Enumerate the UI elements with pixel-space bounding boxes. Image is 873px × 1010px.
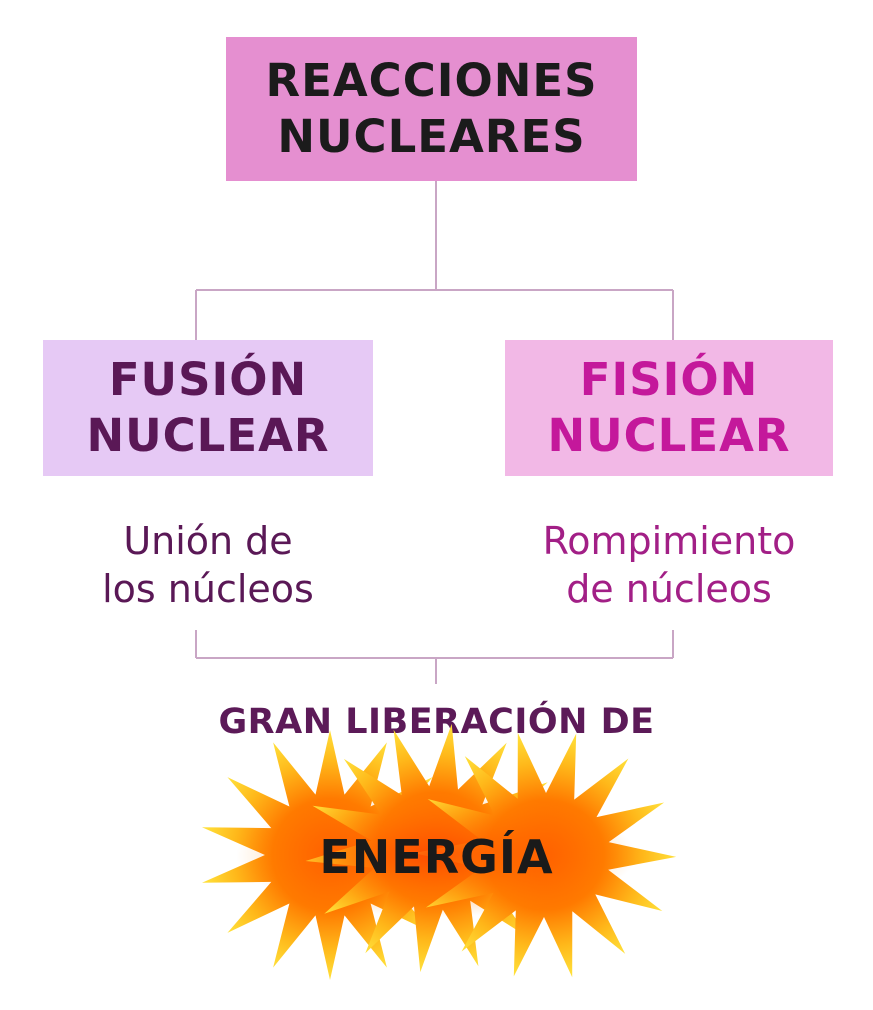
fision-description: Rompimiento de núcleos	[542, 519, 796, 611]
fision-node: FISIÓN NUCLEAR	[505, 340, 833, 476]
fusion-node: FUSIÓN NUCLEAR	[43, 340, 373, 476]
energy-label: ENERGÍA	[319, 830, 554, 884]
fusion-description: Unión de los núcleos	[102, 519, 314, 611]
release-title: GRAN LIBERACIÓN DE	[218, 702, 655, 742]
root-node: REACCIONES NUCLEARES	[226, 37, 637, 181]
starburst-core	[236, 793, 636, 917]
